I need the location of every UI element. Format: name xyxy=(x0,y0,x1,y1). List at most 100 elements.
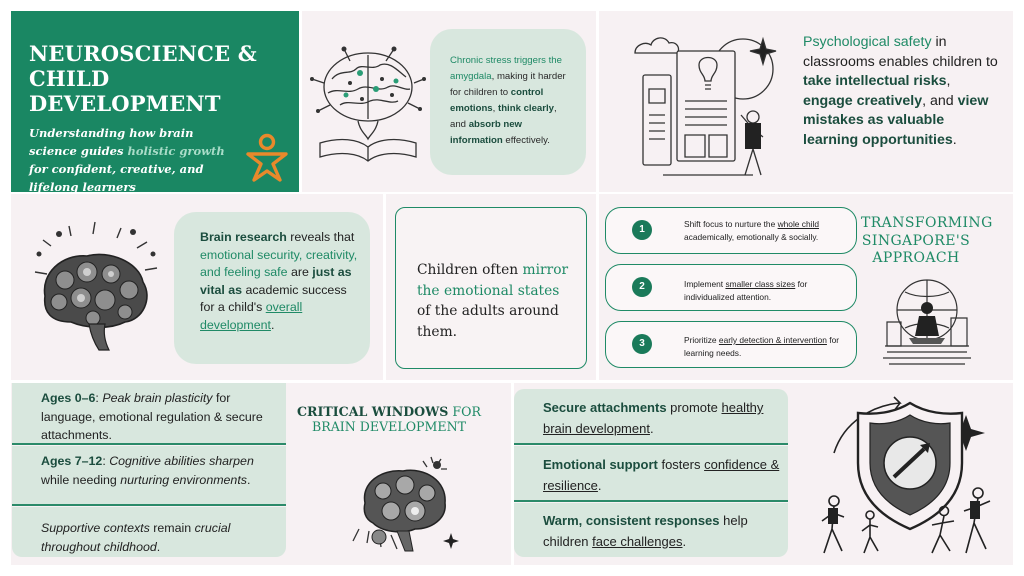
row2-emphasis-2: nurturing environments xyxy=(120,472,247,487)
page-title-line1: NEUROSCIENCE & xyxy=(29,41,257,66)
critical-windows-panel: Ages 0–6: Peak brain plasticity for lang… xyxy=(11,383,511,565)
support-1-link: healthy brain development xyxy=(543,400,764,436)
support-1-bold: Secure attachments xyxy=(543,400,667,415)
windows-title-for: FOR xyxy=(448,404,481,419)
psych-engage-creatively: engage creatively xyxy=(803,92,923,109)
step-number-3: 3 xyxy=(632,334,652,354)
support-1-rest: promote xyxy=(666,400,722,415)
step-3-link: early detection & intervention xyxy=(718,335,827,345)
psych-safety-term: Psychological safety xyxy=(803,34,932,50)
page-title-line2: CHILD DEVELOPMENT xyxy=(29,66,221,116)
step-card-1: 1 Shift focus to nurture the whole child… xyxy=(605,207,857,254)
row3-end: . xyxy=(156,539,161,554)
ages-7-12-label: Ages 7–12 xyxy=(41,454,103,468)
psych-view-mistakes: view mistakes as valuable learning oppor… xyxy=(803,92,989,148)
mirror-text-3: of the adults around them. xyxy=(417,303,559,340)
research-text-6: academic success for a child's xyxy=(200,282,347,315)
stress-text-2: , making it harder for children to xyxy=(450,71,566,98)
support-2-rest: fosters xyxy=(657,457,705,472)
support-3-bold: Warm, consistent responses xyxy=(543,513,720,528)
row2-emphasis-1: Cognitive abilities sharpen xyxy=(109,454,254,468)
research-overall-development: overall development xyxy=(200,300,303,332)
mirror-card: Children often mirror the emotional stat… xyxy=(395,207,587,369)
mirror-emotional-states: mirror the emotional states xyxy=(417,262,569,299)
row1-sep: : xyxy=(95,391,103,405)
ages-0-6-label: Ages 0–6 xyxy=(41,391,96,405)
row1-emphasis: Peak brain plasticity xyxy=(102,391,213,405)
psych-text-4: , xyxy=(946,73,951,89)
psych-text-6: , and xyxy=(922,92,958,109)
psych-text-8: . xyxy=(952,131,957,148)
row2-text: while needing xyxy=(41,472,121,487)
support-3-rest: help children xyxy=(543,513,748,549)
windows-title-line2: BRAIN DEVELOPMENT xyxy=(311,419,467,434)
row3-emphasis-2: crucial throughout childhood xyxy=(41,521,231,554)
window-row-childhood: Supportive contexts remain crucial throu… xyxy=(12,507,286,557)
support-1-end: . xyxy=(649,420,654,436)
shield-runners-illustration xyxy=(814,393,1004,559)
step-card-3: 3 Prioritize early detection & intervent… xyxy=(605,321,857,368)
page-title: NEUROSCIENCE & CHILD DEVELOPMENT xyxy=(29,41,299,116)
stress-control-emotions: control emotions xyxy=(450,87,544,114)
page-subtitle: Understanding how brain science guides h… xyxy=(29,124,229,192)
transform-title: TRANSFORMING SINGAPORE'S APPROACH xyxy=(861,215,993,268)
stress-text-8: effectively. xyxy=(502,135,550,146)
support-2-bold: Emotional support xyxy=(543,457,658,472)
subtitle-part2: for confident, creative, and lifelong le… xyxy=(29,162,204,192)
brain-research-panel: Brain research reveals that emotional se… xyxy=(11,194,383,380)
support-3-end: . xyxy=(682,533,687,549)
row3-text: remain xyxy=(149,521,195,535)
support-3-link: face challenges xyxy=(592,533,683,549)
support-panel: Secure attachments promote healthy brain… xyxy=(514,383,1013,565)
stress-text-6: , and xyxy=(450,103,557,130)
step-2-post: for individualized attention. xyxy=(684,279,808,302)
fruit-brain-illustration xyxy=(29,218,165,362)
research-text-4: are xyxy=(287,265,313,279)
subtitle-highlight: holistic growth xyxy=(127,144,225,158)
transform-title-line3: APPROACH xyxy=(872,250,960,266)
mirror-panel: Children often mirror the emotional stat… xyxy=(386,194,596,380)
child-reading-globe-illustration xyxy=(881,274,975,370)
step-card-2: 2 Implement smaller class sizes for indi… xyxy=(605,264,857,311)
subtitle-part1: Understanding how brain science guides xyxy=(29,126,194,158)
row2-end: . xyxy=(246,472,251,487)
stress-panel: Chronic stress triggers the amygdala, ma… xyxy=(302,11,596,192)
stress-bubble: Chronic stress triggers the amygdala, ma… xyxy=(430,29,586,175)
step-2-pre: Implement xyxy=(684,279,726,289)
stress-absorb-info: absorb new information xyxy=(450,119,522,146)
mirror-text: Children often mirror the emotional stat… xyxy=(417,260,577,342)
step-text-1: Shift focus to nurture the whole child a… xyxy=(684,218,844,243)
brain-research-bubble: Brain research reveals that emotional se… xyxy=(174,212,370,364)
stress-text-4: , xyxy=(492,103,498,114)
transform-title-line2: SINGAPORE'S xyxy=(861,232,971,249)
transform-title-line1: TRANSFORMING xyxy=(861,215,993,231)
support-row-warm: Warm, consistent responses help children… xyxy=(514,503,788,557)
stress-amygdala-text: Chronic stress triggers the amygdala xyxy=(450,55,562,82)
support-row-emotional: Emotional support fosters confidence & r… xyxy=(514,446,788,502)
research-text-2: reveals that xyxy=(286,230,355,244)
brain-sparkle-illustration xyxy=(351,451,459,555)
step-1-post: academically, emotionally & socially. xyxy=(684,231,819,242)
title-panel: NEUROSCIENCE & CHILD DEVELOPMENT Underst… xyxy=(11,11,299,192)
support-row-attachments: Secure attachments promote healthy brain… xyxy=(514,389,788,445)
row1-text: for language, emotional regulation & sec… xyxy=(41,391,263,442)
step-1-pre: Shift focus to nurture the xyxy=(684,219,778,229)
row3-emphasis-1: Supportive contexts xyxy=(41,521,150,535)
windows-title-bold: CRITICAL WINDOWS xyxy=(297,404,449,419)
critical-windows-title: CRITICAL WINDOWS FOR BRAIN DEVELOPMENT xyxy=(296,404,482,434)
step-1-link: whole child xyxy=(777,219,820,229)
step-number-2: 2 xyxy=(632,277,652,297)
brain-book-illustration xyxy=(310,46,426,165)
step-2-link: smaller class sizes xyxy=(725,279,796,289)
row2-sep: : xyxy=(102,454,110,468)
window-row-ages-0-6: Ages 0–6: Peak brain plasticity for lang… xyxy=(12,383,286,445)
psych-safety-panel: Psychological safety in classrooms enabl… xyxy=(599,11,1013,192)
step-3-post: for learning needs. xyxy=(684,335,840,358)
psych-text-2: in classrooms enables children to xyxy=(803,34,998,70)
idea-lightbulb-illustration xyxy=(633,25,783,183)
step-text-2: Implement smaller class sizes for indivi… xyxy=(684,278,844,303)
research-brain-research: Brain research xyxy=(200,230,287,244)
research-just-as-vital: just as vital as xyxy=(200,265,352,297)
step-3-pre: Prioritize xyxy=(684,335,719,345)
psych-safety-text: Psychological safety in classrooms enabl… xyxy=(803,33,1003,150)
